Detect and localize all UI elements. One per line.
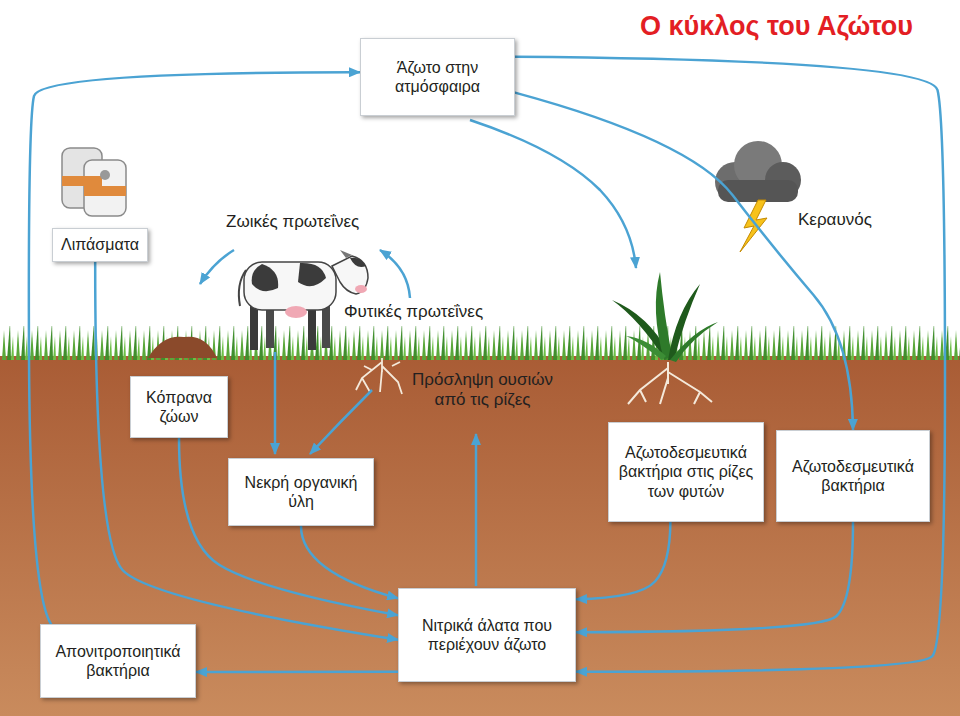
sack-band [62, 176, 102, 186]
sack [84, 160, 126, 216]
process-box: Αζωτοδεσμευτικά βακτήρια [776, 430, 930, 522]
plant [612, 272, 718, 404]
cow-patch [252, 264, 278, 291]
sack-band [84, 186, 126, 196]
process-box: Άζωτο στην ατμόσφαιρα [360, 38, 515, 116]
leaf [670, 322, 718, 362]
box-text: Νιτρικά άλατα που περιέχουν άζωτο [405, 616, 569, 654]
process-box: Νιτρικά άλατα που περιέχουν άζωτο [398, 588, 576, 682]
flow-connector [179, 438, 398, 615]
plant-roots [628, 362, 712, 404]
flow-connector [576, 522, 670, 599]
soil-ground [0, 356, 960, 716]
annotation-label: Κεραυνός [798, 210, 872, 230]
flow-connector [515, 57, 945, 672]
flow-connector [576, 522, 853, 632]
cow-nose [355, 285, 367, 293]
cow-head [332, 256, 368, 294]
storm-cloud [715, 141, 801, 252]
box-text: Άζωτο στην ατμόσφαιρα [367, 58, 508, 96]
process-box: Νεκρή οργανική ύλη [228, 458, 374, 526]
process-box: Αζωτοδεσμευτικά βακτήρια στις ρίζες των … [608, 422, 764, 522]
box-text: Αζωτοδεσμευτικά βακτήρια [783, 457, 923, 495]
manure-mound [148, 337, 217, 358]
flow-connector [196, 670, 398, 673]
flow-connector [301, 526, 398, 598]
leaf [656, 272, 672, 360]
cow-to-matter-arrow [274, 352, 277, 454]
plant-protein-arrow [380, 250, 410, 298]
cow [239, 250, 368, 350]
box-text: Κόπρανα ζώων [137, 388, 221, 426]
flow-arrows [200, 120, 636, 586]
cow-udder [285, 306, 307, 318]
sack-logo [100, 170, 110, 180]
box-text: Νεκρή οργανική ύλη [235, 473, 367, 511]
uptake-arrow [475, 434, 478, 586]
box-text: Λιπάσματα [61, 235, 139, 254]
diagram-title: Ο κύκλος του Αζώτου [640, 10, 913, 42]
animal-protein-arrow [200, 250, 234, 284]
annotation-label: Φυτικές πρωτεΐνες [344, 302, 483, 322]
cow-ear [340, 250, 352, 258]
process-box: Λιπάσματα [52, 228, 148, 262]
flow-connector [29, 72, 360, 624]
lightning-bolt [740, 200, 767, 252]
annotation-label: Ζωικές πρωτεΐνες [226, 212, 359, 232]
cow-tail [239, 270, 246, 306]
flow-connector [515, 93, 853, 430]
annotation-label: Πρόσληψη ουσιών από τις ρίζες [405, 370, 560, 411]
process-box: Κόπρανα ζώων [130, 376, 228, 438]
box-text: Αζωτοδεσμευτικά βακτήρια στις ρίζες των … [615, 443, 757, 501]
cow-patch [298, 263, 326, 286]
cow-body [244, 262, 336, 310]
box-text: Απονιτροποιητικά βακτήρια [47, 642, 189, 680]
fixation-to-plant-arrow [470, 120, 636, 268]
leaf [626, 336, 666, 360]
process-box: Απονιτροποιητικά βακτήρια [40, 624, 196, 698]
roots-to-matter-arrow [310, 390, 372, 454]
grass-strip [0, 326, 960, 360]
cow-head-patch [350, 258, 366, 267]
crop-roots [356, 358, 402, 394]
fertilizer-sacks [62, 148, 126, 216]
